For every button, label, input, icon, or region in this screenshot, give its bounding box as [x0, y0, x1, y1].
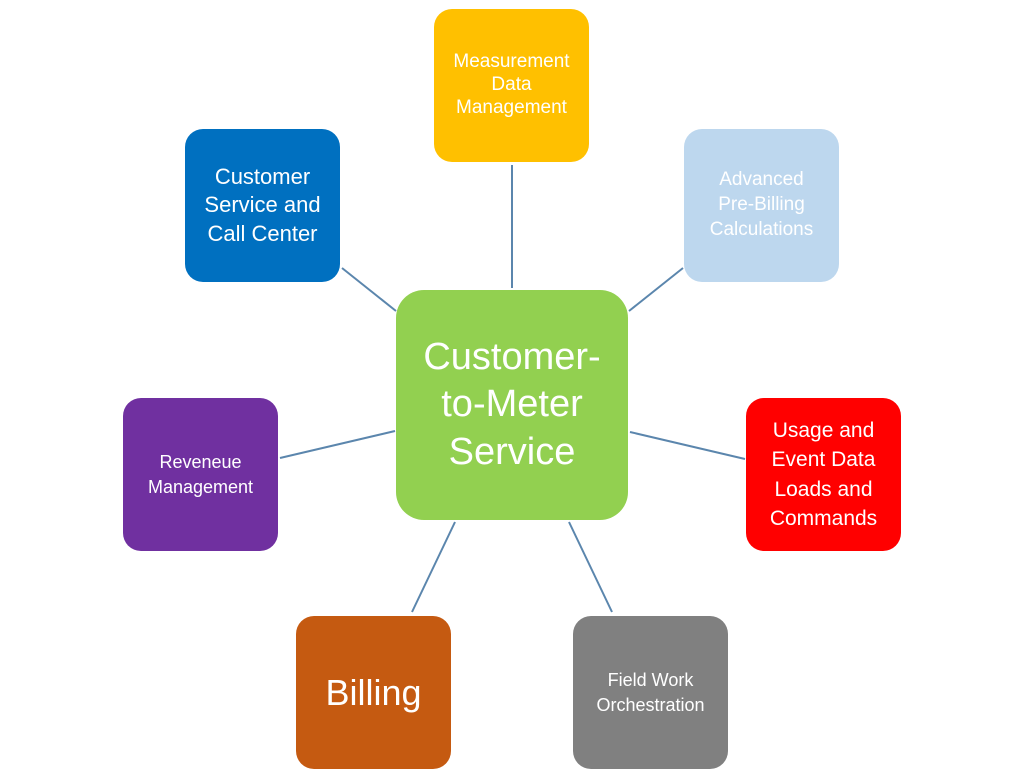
field-work-node-label: Field Work Orchestration: [596, 670, 705, 715]
measurement-node-label: Measurement Data Management: [453, 51, 570, 118]
connector-revenue: [279, 430, 396, 459]
connector-billing: [411, 521, 456, 613]
billing-node: Billing: [296, 616, 451, 769]
center-node: Customer- to-Meter Service: [396, 290, 628, 520]
measurement-data-management-node: Measurement Data Management: [434, 9, 589, 162]
billing-node-label: Billing: [325, 671, 422, 713]
revenue-management-node: Reveneue Management: [123, 398, 278, 551]
usage-node-label: Usage and Event Data Loads and Commands: [769, 418, 878, 530]
pre-billing-node-label: Advanced Pre-Billing Calculations: [709, 169, 814, 240]
connector-usage: [629, 431, 746, 460]
center-node-label: Customer- to-Meter Service: [423, 336, 601, 473]
usage-event-data-node: Usage and Event Data Loads and Commands: [746, 398, 901, 551]
field-work-node: Field Work Orchestration: [573, 616, 728, 769]
customer-service-node-label: Customer Service and Call Center: [204, 163, 321, 246]
connector-customer-service: [341, 267, 397, 312]
customer-service-node: Customer Service and Call Center: [185, 129, 340, 282]
revenue-node-label: Reveneue Management: [147, 452, 254, 497]
pre-billing-node: Advanced Pre-Billing Calculations: [684, 129, 839, 282]
connector-pre-billing: [628, 267, 684, 312]
connector-field-work: [568, 521, 613, 613]
